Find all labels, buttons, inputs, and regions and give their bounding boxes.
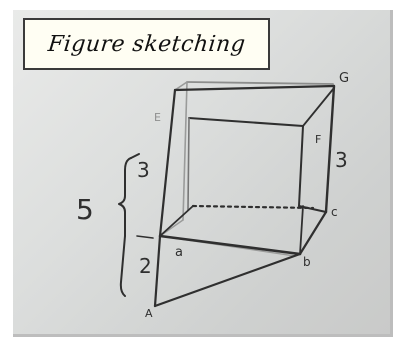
- brace-lower: [119, 235, 126, 297]
- edge-top-front: [173, 84, 336, 92]
- label-vertex-F: F: [315, 133, 322, 146]
- label-vertex-A: A: [145, 307, 153, 320]
- label-vertex-c: c: [331, 205, 338, 219]
- edge-b-diag-up: [299, 205, 304, 255]
- label-dim-lower: 2: [139, 254, 152, 278]
- edge-inner-diag: [302, 87, 335, 127]
- label-dim-total: 5: [76, 193, 94, 226]
- edge-upper-rect-left: [187, 117, 190, 211]
- brace-tick: [130, 153, 140, 159]
- hidden-edge-vertical-back: [182, 81, 188, 221]
- whiteboard-photo: Figure sketching A a b c E F G 5 3 2 3: [13, 10, 393, 337]
- prism-sketch: [118, 81, 336, 308]
- edge-upper-rect-right: [298, 125, 304, 207]
- edge-a-mid: [159, 205, 194, 237]
- edge-b-c: [298, 210, 328, 256]
- hidden-edge-back-left: [174, 81, 188, 91]
- label-dim-upper: 3: [137, 158, 150, 182]
- figure-title: Figure sketching: [46, 31, 247, 57]
- label-vertex-a: a: [175, 245, 183, 260]
- label-vertex-G: G: [339, 71, 350, 86]
- edge-upper-rect-top: [188, 117, 304, 127]
- label-vertex-b: b: [303, 255, 311, 269]
- edge-right-vertical: [324, 84, 336, 214]
- brace-upper: [118, 157, 132, 237]
- edge-dashed-mid: [191, 204, 315, 210]
- figure-title-box: Figure sketching: [23, 18, 270, 70]
- label-dim-right: 3: [335, 148, 348, 172]
- hidden-edge-top-back: [186, 81, 334, 85]
- edge-a-b: [158, 234, 302, 256]
- brace-tick-low: [136, 235, 154, 239]
- label-vertex-E: E: [154, 111, 161, 124]
- edge-A-b: [153, 252, 302, 308]
